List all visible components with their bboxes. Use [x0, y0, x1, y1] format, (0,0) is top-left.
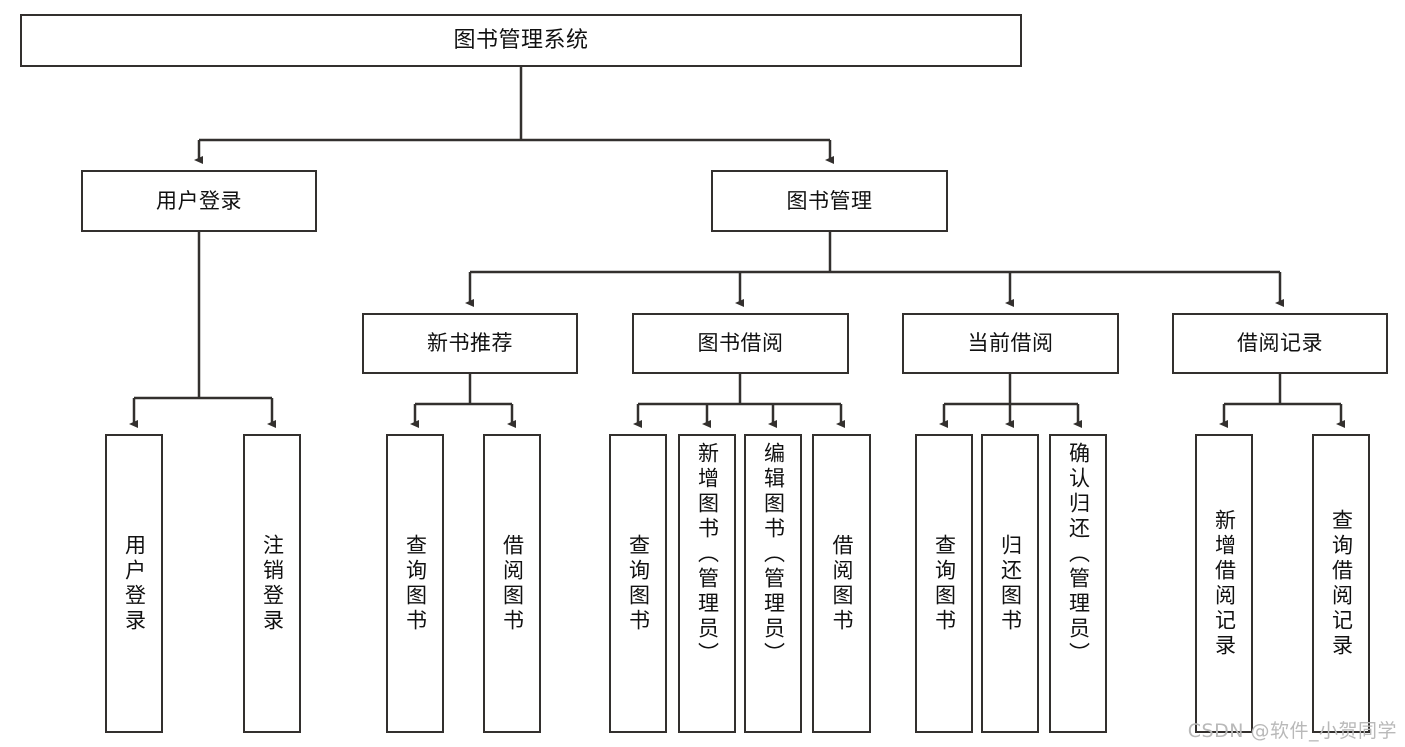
leaf-user-login[interactable]: 用户登录 — [105, 434, 163, 733]
leaf-borrow-book-new[interactable]: 借阅图书 — [483, 434, 541, 733]
node-root-system[interactable]: 图书管理系统 — [20, 14, 1022, 67]
leaf-query-book-borrow[interactable]: 查询图书 — [609, 434, 667, 733]
node-book-borrow[interactable]: 图书借阅 — [632, 313, 849, 374]
node-label: 借阅图书 — [830, 533, 854, 634]
node-label: 当前借阅 — [967, 331, 1054, 356]
node-label: 图书管理 — [786, 188, 873, 213]
node-label: 新书推荐 — [427, 331, 513, 356]
node-label: 借阅记录 — [1237, 331, 1323, 356]
leaf-query-book-current[interactable]: 查询图书 — [915, 434, 973, 733]
node-label: 用户登录 — [156, 188, 242, 213]
node-label: 新增图书（管理员） — [695, 442, 720, 667]
node-label: 查询图书 — [626, 533, 651, 634]
leaf-borrow-book[interactable]: 借阅图书 — [812, 434, 871, 733]
node-label: 查询图书 — [932, 533, 957, 634]
node-label: 注销登录 — [260, 533, 285, 634]
node-label: 用户登录 — [122, 533, 147, 634]
leaf-query-borrow-record[interactable]: 查询借阅记录 — [1312, 434, 1370, 733]
leaf-add-borrow-record[interactable]: 新增借阅记录 — [1195, 434, 1253, 733]
node-label: 图书管理系统 — [453, 27, 589, 53]
node-label: 新增借阅记录 — [1212, 508, 1237, 659]
node-label: 查询图书 — [403, 533, 428, 634]
csdn-watermark: CSDN @软件_小贺同学 — [1187, 720, 1397, 742]
node-label: 编辑图书（管理员） — [761, 442, 786, 667]
node-label: 归还图书 — [998, 533, 1023, 634]
leaf-query-book-new[interactable]: 查询图书 — [386, 434, 444, 733]
leaf-logout[interactable]: 注销登录 — [243, 434, 301, 733]
node-current-borrow[interactable]: 当前借阅 — [902, 313, 1119, 374]
node-label: 确认归还（管理员） — [1066, 442, 1091, 667]
node-borrow-records[interactable]: 借阅记录 — [1172, 313, 1388, 374]
node-new-book-recommendation[interactable]: 新书推荐 — [362, 313, 578, 374]
leaf-add-book-admin[interactable]: 新增图书（管理员） — [678, 434, 736, 733]
node-user-login[interactable]: 用户登录 — [81, 170, 317, 232]
node-book-management[interactable]: 图书管理 — [711, 170, 948, 232]
node-label: 借阅图书 — [500, 533, 525, 634]
node-label: 图书借阅 — [697, 331, 784, 356]
leaf-edit-book-admin[interactable]: 编辑图书（管理员） — [744, 434, 802, 733]
leaf-confirm-return-admin[interactable]: 确认归还（管理员） — [1049, 434, 1107, 733]
node-label: 查询借阅记录 — [1329, 508, 1354, 659]
leaf-return-book[interactable]: 归还图书 — [981, 434, 1039, 733]
